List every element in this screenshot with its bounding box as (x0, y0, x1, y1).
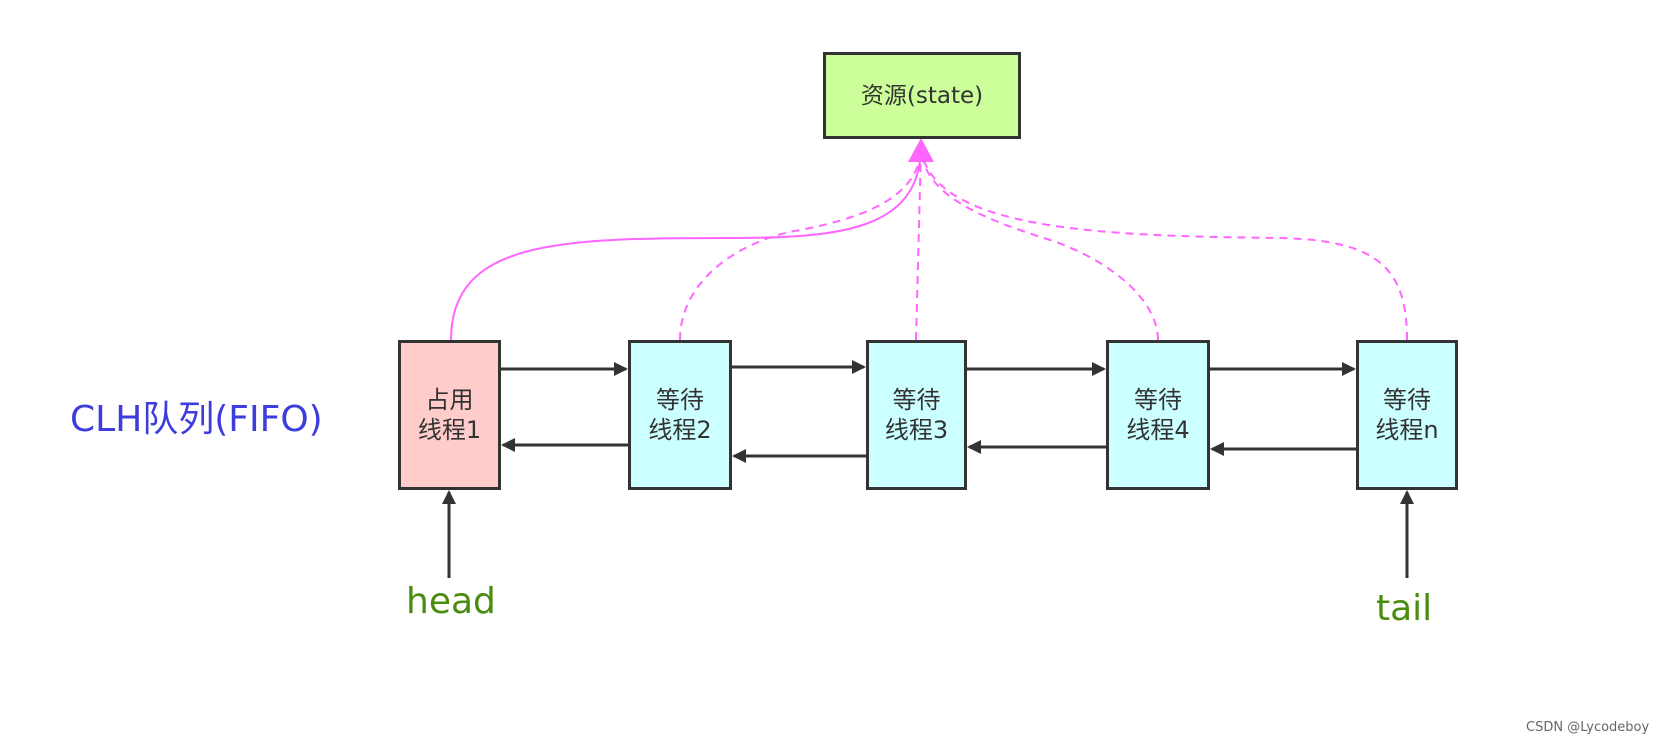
thread-n-name: 线程n (1375, 416, 1439, 444)
thread-1-status: 占用 (425, 386, 474, 414)
thread-1-name: 线程1 (417, 416, 482, 444)
watermark: CSDN @Lycodeboy (1526, 720, 1650, 735)
thread-n-status: 等待 (1383, 386, 1431, 414)
thread-4-status: 等待 (1134, 386, 1182, 414)
thread-node-n: 等待 线程n (1356, 340, 1458, 490)
waiting-link-thread2 (679, 149, 922, 341)
queue-label: CLH队列(FIFO) (70, 399, 323, 440)
head-label: head (406, 581, 496, 622)
occupied-link-thread1 (450, 149, 922, 341)
resource-state-box: 资源(state) (823, 52, 1021, 139)
thread-3-name: 线程3 (884, 416, 949, 444)
waiting-link-thread3 (915, 149, 922, 341)
waiting-link-threadn (920, 149, 1408, 341)
thread-node-4: 等待 线程4 (1106, 340, 1210, 490)
thread-node-2: 等待 线程2 (628, 340, 732, 490)
thread-2-name: 线程2 (648, 416, 712, 444)
thread-node-3: 等待 线程3 (866, 340, 967, 490)
tail-label: tail (1376, 588, 1433, 629)
thread-node-1: 占用 线程1 (398, 340, 501, 490)
thread-2-status: 等待 (656, 386, 704, 414)
waiting-link-thread4 (920, 149, 1159, 341)
resource-label: 资源(state) (860, 82, 984, 109)
resource-arrowhead (908, 138, 934, 162)
thread-3-status: 等待 (892, 386, 941, 414)
thread-4-name: 线程4 (1126, 416, 1190, 444)
